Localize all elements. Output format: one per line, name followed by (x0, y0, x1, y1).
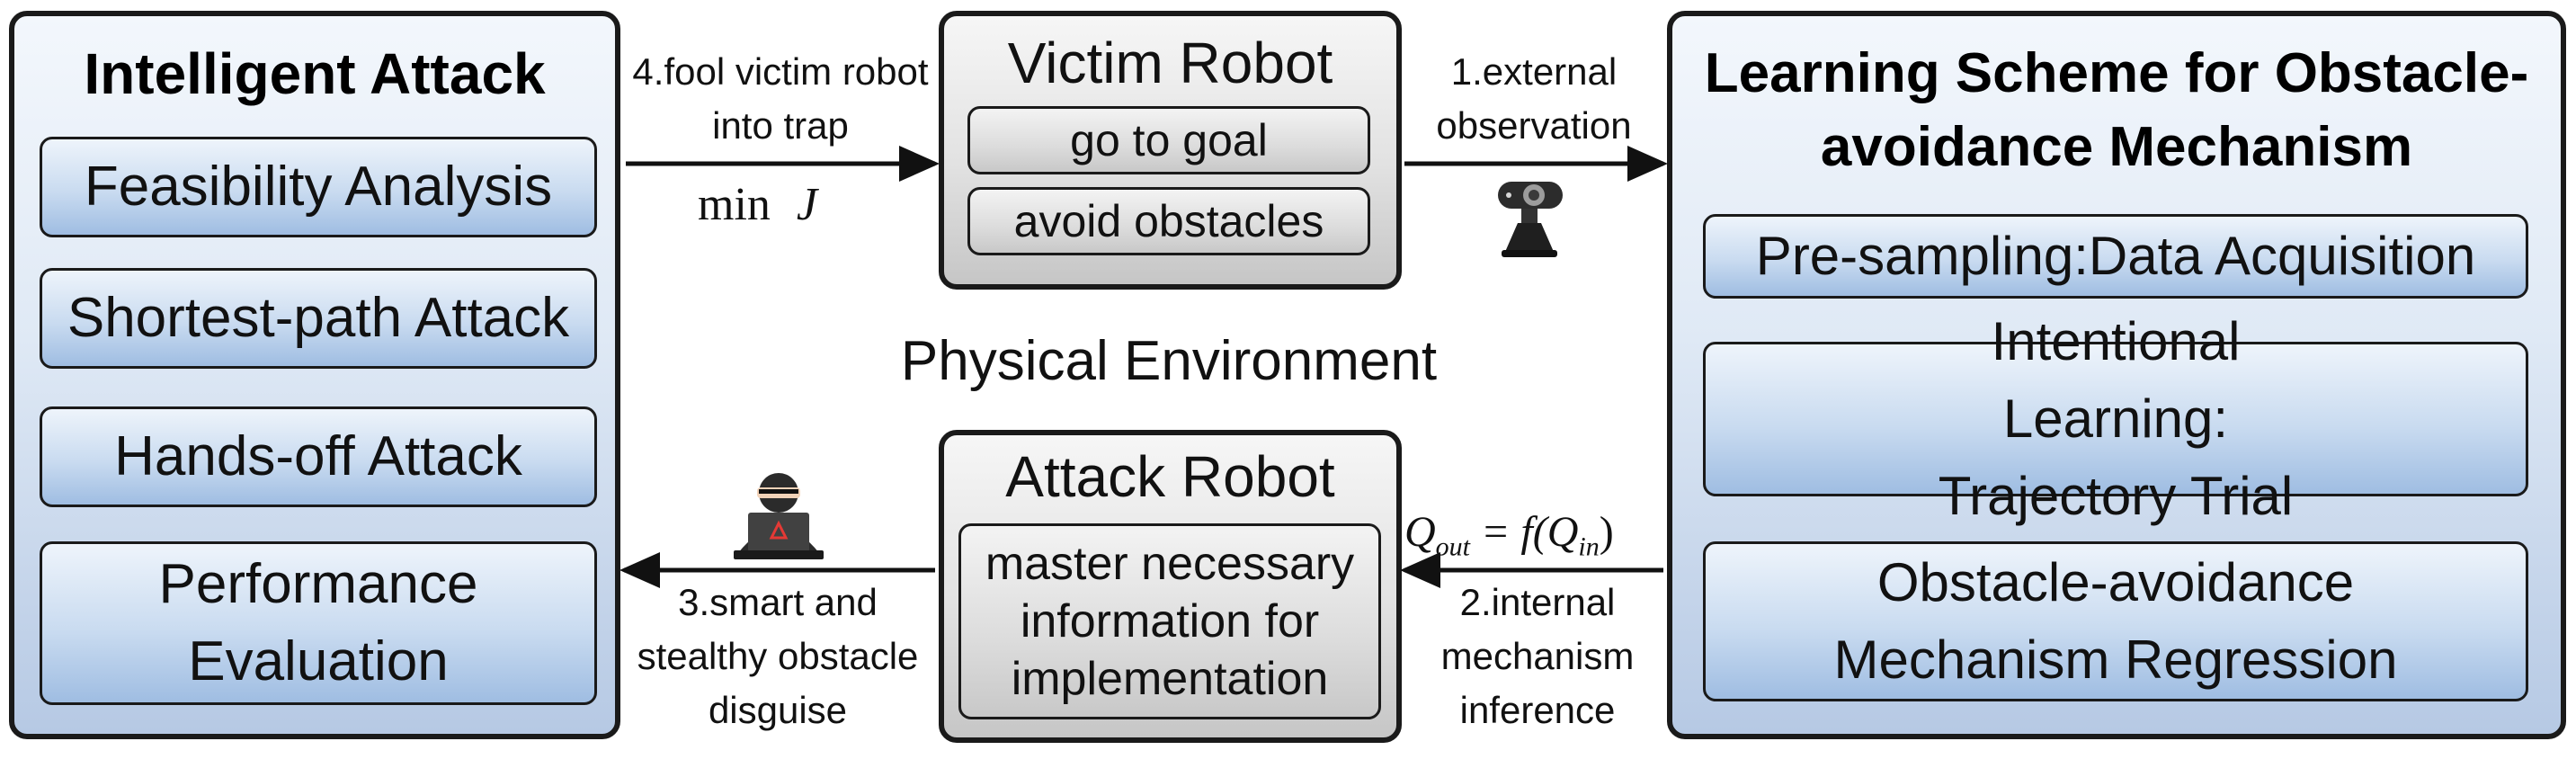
go-to-goal-box: go to goal (967, 106, 1370, 174)
label-3-obstacle-disguise: 3.smart and stealthy obstacle disguise (637, 581, 919, 731)
eq-close: ) (1599, 508, 1614, 556)
shortest-path-attack-box: Shortest-path Attack (40, 268, 597, 369)
attack-robot-info-box: master necessary information for impleme… (958, 523, 1381, 719)
learning-scheme-title-line1: Learning Scheme for Obstacle- (1704, 42, 2529, 104)
objective-var: J (796, 179, 817, 230)
eq-sub-out: out (1435, 531, 1471, 562)
label-2-internal-inference: 2.internal mechanism inference (1440, 581, 1635, 731)
physical-environment-label: Physical Environment (900, 330, 1438, 392)
avoid-obstacles-box: avoid obstacles (967, 187, 1370, 255)
feasibility-analysis-box: Feasibility Analysis (40, 137, 597, 237)
victim-robot-title: Victim Robot (1007, 31, 1333, 95)
objective-min: min (698, 179, 771, 230)
regression-box: Obstacle-avoidance Mechanism Regression (1703, 541, 2528, 701)
eq-q-out: Q (1404, 508, 1436, 556)
webcam-icon (1498, 182, 1563, 257)
learning-scheme-title-line2: avoidance Mechanism (1820, 116, 2413, 178)
mechanism-equation: Qout = f(Qin) (1404, 505, 1669, 575)
eq-sub-in: in (1578, 531, 1600, 562)
performance-evaluation-box: Performance Evaluation (40, 541, 597, 705)
pre-sampling-box: Pre-sampling:Data Acquisition (1703, 214, 2528, 299)
label-1-external-observation: 1.external observation (1436, 50, 1632, 147)
eq-mid: = f(Q (1481, 508, 1579, 556)
attack-robot-title: Attack Robot (1005, 444, 1335, 509)
label-4-fool-victim: 4.fool victim robot into trap (632, 50, 929, 147)
objective-min-j: min J (698, 176, 817, 234)
hands-off-attack-box: Hands-off Attack (40, 406, 597, 507)
intelligent-attack-title: Intelligent Attack (84, 41, 546, 106)
hacker-icon (734, 473, 824, 559)
